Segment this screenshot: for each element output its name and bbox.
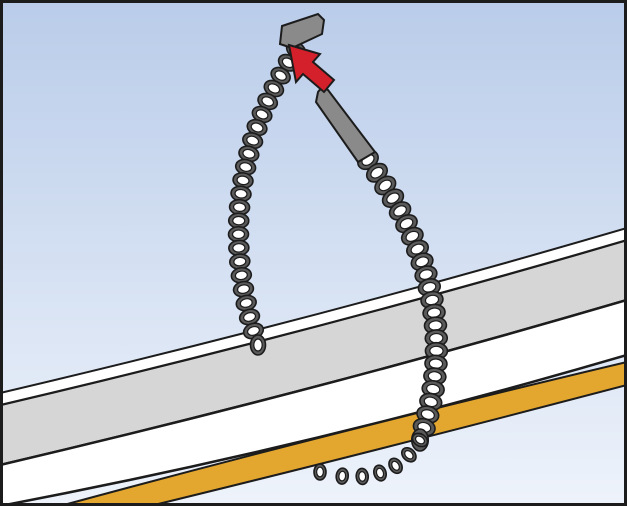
rim-orange-stripe [59,360,627,506]
rim-top-edge [0,226,627,407]
cable-tie-link [227,225,250,243]
cable-tie-link [355,467,370,486]
cable-tie-link [235,294,257,312]
cable-tie-link [270,66,291,85]
cable-tie-head-icon [278,12,326,50]
cable-tie-link [232,171,254,189]
cable-tie-link [230,185,252,203]
insert-arrow-icon [287,43,336,94]
cable-tie-link [411,432,429,448]
cable-tie-link [229,253,251,270]
cable-tie-link [313,463,327,481]
cable-tie-link [227,212,250,229]
cable-tie-link [423,316,448,335]
cable-tie-link [249,334,267,356]
cable-tie-link [365,162,388,183]
cable-tie-link [335,467,350,485]
cable-tie-bottom-loop [313,432,429,486]
cable-tie-link [388,457,403,475]
cable-tie-link [257,92,279,111]
cable-tie-link [414,265,438,284]
cable-tie-link [424,329,449,348]
cable-tie-link [424,341,449,360]
cable-tie-link [251,105,273,124]
cable-tie-link [372,464,388,482]
rim-white-band [0,298,627,506]
cable-tie-link [400,446,417,463]
